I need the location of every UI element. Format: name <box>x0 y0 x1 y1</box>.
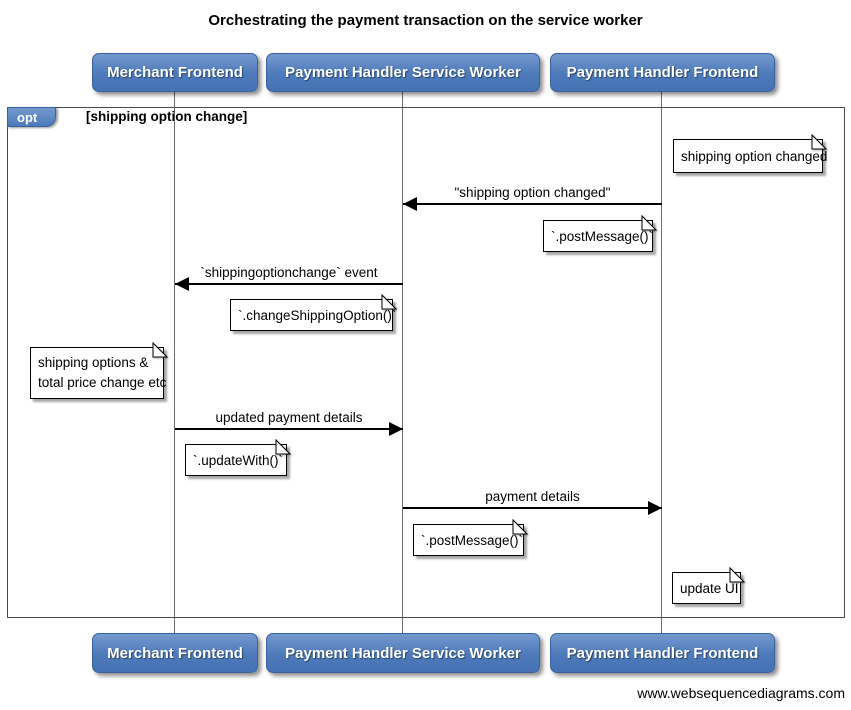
message-label-updated-payment-details: updated payment details <box>215 410 363 425</box>
note-postmessage-2: `.postMessage()` <box>413 519 528 556</box>
note-text: update UI <box>680 580 739 596</box>
arrowhead-right-icon <box>648 501 662 515</box>
note-fold-icon <box>641 215 657 231</box>
message-line-shipping-option-changed <box>403 203 662 205</box>
opt-fragment-operator: opt <box>7 107 56 127</box>
message-line-updated-payment-details <box>175 428 403 430</box>
note-text: `.postMessage()` <box>421 532 524 548</box>
actor-payment-handler-frontend-top: Payment Handler Frontend <box>550 53 775 92</box>
arrowhead-left-icon <box>175 277 189 291</box>
note-update-ui: update UI <box>672 567 745 604</box>
note-shipping-option-changed: shipping option changed <box>673 134 827 173</box>
note-fold-icon <box>729 567 745 583</box>
lifeline-merchant-frontend <box>174 91 175 634</box>
note-text: `.updateWith()` <box>193 452 284 468</box>
note-fold-icon <box>275 439 291 455</box>
note-shipping-options-total-price: shipping options & total price change et… <box>30 342 168 399</box>
message-label-shippingoptionchange-event: `shippingoptionchange` event <box>200 265 378 280</box>
note-text-line: shipping options & <box>38 355 149 371</box>
message-line-payment-details <box>403 507 662 509</box>
note-fold-icon <box>381 294 397 310</box>
note-fold-icon <box>152 342 168 358</box>
note-fold-icon <box>811 134 827 150</box>
actor-payment-handler-frontend-bottom: Payment Handler Frontend <box>550 633 775 673</box>
note-text: `.postMessage()` <box>551 228 654 244</box>
message-label-shipping-option-changed: "shipping option changed" <box>454 185 611 200</box>
note-text: shipping option changed <box>681 148 828 164</box>
actor-payment-handler-service-worker-top: Payment Handler Service Worker <box>266 53 540 92</box>
message-line-shippingoptionchange-event <box>175 283 403 285</box>
note-postmessage-1: `.postMessage()` <box>543 215 657 252</box>
note-fold-icon <box>512 519 528 535</box>
note-updatewith: `.updateWith()` <box>185 439 291 476</box>
actor-merchant-frontend-bottom: Merchant Frontend <box>92 633 258 673</box>
opt-fragment-condition: [shipping option change] <box>86 109 248 124</box>
note-text-line: total price change etc <box>38 375 167 390</box>
lifeline-payment-handler-frontend <box>661 91 662 634</box>
actor-payment-handler-service-worker-bottom: Payment Handler Service Worker <box>266 633 540 673</box>
opt-fragment-frame <box>7 107 845 618</box>
note-text: `.changeShippingOption()` <box>238 307 397 323</box>
arrowhead-right-icon <box>389 422 403 436</box>
websequencediagrams-credit: www.websequencediagrams.com <box>637 685 845 701</box>
lifeline-payment-handler-service-worker <box>402 91 403 634</box>
diagram-title: Orchestrating the payment transaction on… <box>208 12 643 29</box>
note-changeshippingoption: `.changeShippingOption()` <box>230 294 397 331</box>
arrowhead-left-icon <box>403 197 417 211</box>
message-label-payment-details: payment details <box>485 489 580 504</box>
actor-merchant-frontend-top: Merchant Frontend <box>92 53 258 92</box>
